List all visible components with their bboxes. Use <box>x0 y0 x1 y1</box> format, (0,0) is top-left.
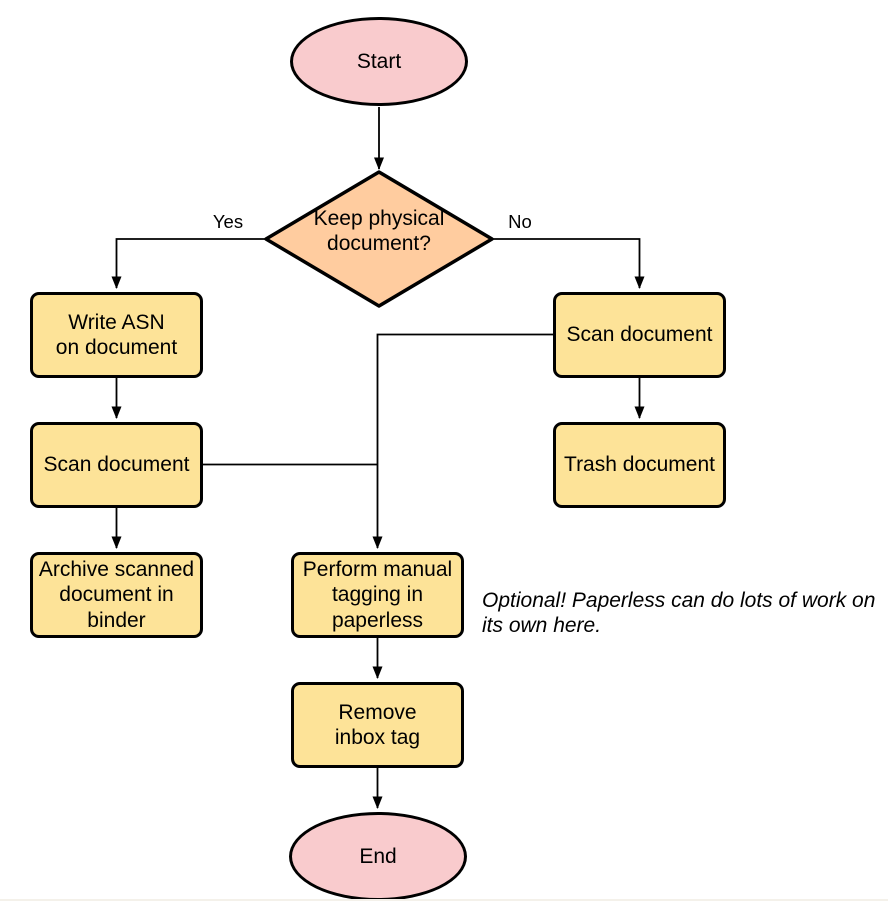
decision-label: Keep physical document? <box>313 207 445 256</box>
scan-document-left-node: Scan document <box>30 422 203 508</box>
trash-document-node: Trash document <box>553 422 726 508</box>
edge-label-yes: Yes <box>212 211 244 232</box>
manual-tagging-label: Perform manual tagging in paperless <box>302 558 453 632</box>
start-node: Start <box>290 17 468 106</box>
archive-label: Archive scanned document in binder <box>38 558 195 632</box>
connector-decision-to-write-asn <box>111 238 266 289</box>
scan-document-right-node: Scan document <box>553 292 726 378</box>
start-label: Start <box>356 49 402 73</box>
write-asn-label: Write ASN on document <box>55 310 178 359</box>
scan-document-right-label: Scan document <box>566 323 713 347</box>
end-node: End <box>289 812 467 901</box>
connector-scan-right-to-tagging <box>372 333 553 549</box>
archive-node: Archive scanned document in binder <box>30 552 203 638</box>
write-asn-node: Write ASN on document <box>30 292 203 378</box>
bottom-edge-line <box>0 899 888 901</box>
remove-inbox-tag-label: Remove inbox tag <box>334 700 421 749</box>
trash-document-label: Trash document <box>564 453 715 477</box>
manual-tagging-node: Perform manual tagging in paperless <box>291 552 464 638</box>
connector-decision-to-scan-right <box>492 238 645 289</box>
decision-node-shape <box>264 170 494 308</box>
scan-document-left-label: Scan document <box>43 453 190 477</box>
edge-label-no: No <box>508 211 532 232</box>
optional-annotation-note: Optional! Paperless can do lots of work … <box>482 589 876 637</box>
remove-inbox-tag-node: Remove inbox tag <box>291 682 464 768</box>
end-label: End <box>359 844 397 868</box>
